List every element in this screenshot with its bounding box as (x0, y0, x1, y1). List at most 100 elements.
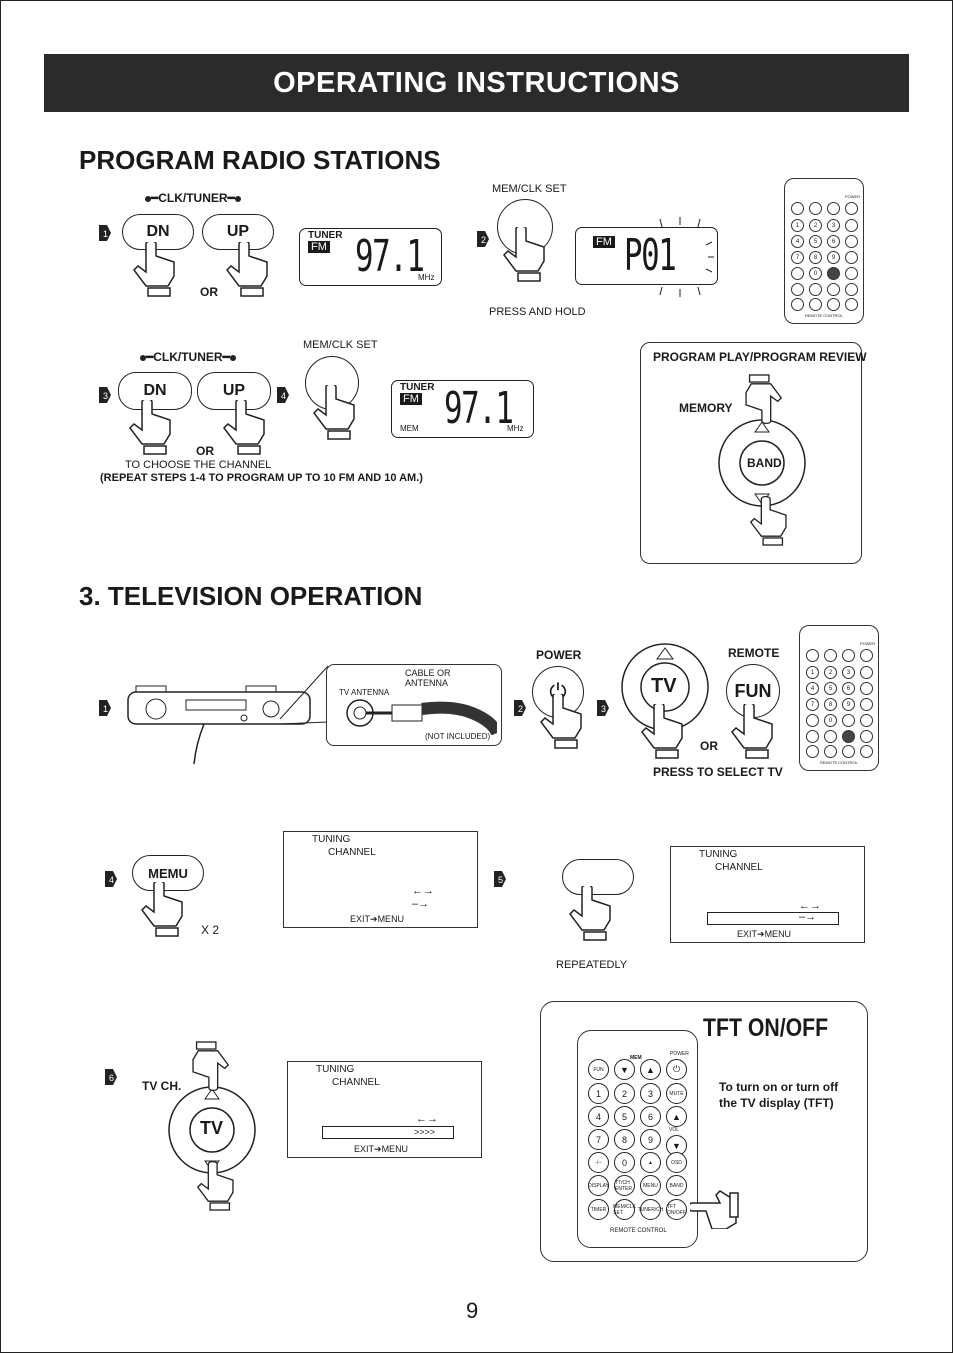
scan-arrows: >>>> (414, 1127, 436, 1137)
tuning-bar (322, 1126, 454, 1139)
tuner-up-key[interactable]: ▲ (640, 1152, 661, 1173)
header-bar: OPERATING INSTRUCTIONS (44, 54, 909, 112)
tt-ch-enter-key[interactable]: TT/CH ENTER (614, 1175, 635, 1196)
step-marker-tv-3: 3 (597, 700, 609, 716)
digit-key[interactable]: 2 (614, 1083, 635, 1104)
digit-key[interactable]: 7 (588, 1129, 609, 1150)
tv-button[interactable]: TV (651, 675, 677, 697)
not-included-label: (NOT INCLUDED) (425, 732, 491, 741)
tuner-ch-key[interactable]: TUNER/CH (638, 1199, 663, 1220)
svg-text:1: 1 (103, 704, 108, 714)
channel-label: CHANNEL (328, 847, 376, 858)
svg-text:3: 3 (103, 391, 108, 401)
digit-key[interactable]: 9 (640, 1129, 661, 1150)
remote-label: REMOTE CONTROL (805, 313, 843, 318)
osd-key[interactable]: OSD (666, 1152, 687, 1173)
remote-power-label: POWER (845, 194, 861, 199)
remote-control-large: POWER MEM FUN ▼ ▲ ⏻ 1 2 3 MUTE 4 5 6 ▲ V… (577, 1030, 698, 1248)
up-button-2[interactable]: UP (197, 372, 271, 410)
hand-icon (745, 374, 783, 425)
svg-text:1: 1 (103, 229, 108, 239)
blank-button[interactable] (562, 859, 634, 895)
dash-key[interactable]: -/-- (588, 1152, 609, 1173)
clk-tuner-label-2: ━CLK/TUNER━ (140, 350, 236, 364)
hand-icon (641, 704, 683, 759)
dn-button-2[interactable]: DN (118, 372, 192, 410)
tv-screen-1: TUNING CHANNEL ←→ –→ EXIT➔MENU (283, 831, 478, 928)
mem-clk-set-label-2: MEM/CLK SET (303, 339, 378, 351)
arrow-right-icon: –→ (412, 898, 430, 910)
channel-label: CHANNEL (715, 862, 763, 873)
tft-desc-line2: the TV display (TFT) (719, 1096, 834, 1110)
mem-clk-set-label: MEM/CLK SET (492, 183, 567, 195)
antenna-cable-icon (346, 699, 497, 735)
hand-icon (133, 242, 175, 297)
lcd-display-mem: TUNER FM 97.1 MEM MHz (391, 380, 534, 438)
menu-button[interactable]: MEMU (132, 855, 204, 891)
step-marker-tv-5: 5 (494, 871, 506, 887)
fm-label: FM (308, 241, 330, 253)
remote-label: REMOTE (728, 646, 780, 660)
antenna-callout-box: CABLE OR ANTENNA TV ANTENNA (NOT INCLUDE… (326, 664, 502, 746)
svg-text:2: 2 (518, 704, 523, 714)
digit-key[interactable]: 3 (640, 1083, 661, 1104)
digit-key[interactable]: 5 (614, 1106, 635, 1127)
memory-label: MEMORY (679, 401, 733, 415)
step-marker-tv-6: 6 (105, 1069, 117, 1085)
timer-key[interactable]: TIMER (588, 1199, 609, 1220)
callout-lines (280, 665, 329, 724)
tv-antenna-label: TV ANTENNA (339, 688, 390, 697)
tuner-label: TUNER (308, 230, 343, 241)
mute-key[interactable]: MUTE (666, 1083, 687, 1104)
up-button[interactable]: UP (202, 214, 274, 250)
tuning-label: TUNING (316, 1064, 355, 1075)
arrow-right-icon: –→ (799, 911, 817, 923)
fm-label: FM (593, 236, 615, 248)
down-key[interactable]: ▼ (614, 1059, 635, 1080)
power-key[interactable]: ⏻ (666, 1059, 687, 1080)
digit-key[interactable]: 0 (614, 1152, 635, 1173)
vol-up-key[interactable]: ▲ (666, 1106, 687, 1127)
exit-menu-label: EXIT➔MENU (737, 929, 792, 939)
section-title-tv: 3. TELEVISION OPERATION (79, 581, 423, 611)
digit-key[interactable]: 6 (640, 1106, 661, 1127)
channel-label: CHANNEL (332, 1077, 380, 1088)
up-key[interactable]: ▲ (640, 1059, 661, 1080)
tuning-bar (707, 912, 839, 925)
clk-tuner-label: ━CLK/TUNER━ (145, 191, 241, 205)
remote-label: REMOTE CONTROL (610, 1228, 667, 1234)
or-label: OR (200, 285, 218, 299)
hand-icon (226, 242, 268, 297)
mem-clk-set-key[interactable]: MEM/CLK SET (613, 1199, 636, 1220)
band-key[interactable]: BAND (666, 1175, 687, 1196)
hand-icon (731, 704, 773, 759)
tv-screen-3: TUNING CHANNEL ←→ >>>> EXIT➔MENU (287, 1061, 482, 1158)
tuning-label: TUNING (312, 834, 351, 845)
vol-label: VOL (669, 1127, 680, 1133)
exit-menu-label: EXIT➔MENU (354, 1144, 409, 1154)
lcd-display-tuner: TUNER FM 97.1 MHz (299, 228, 442, 286)
digit-key[interactable]: 4 (588, 1106, 609, 1127)
program-review-title: PROGRAM PLAY/PROGRAM REVIEW (653, 350, 867, 364)
digit-key[interactable]: 1 (588, 1083, 609, 1104)
band-button[interactable]: BAND (747, 456, 782, 470)
arrow-both-icon: ←→ (416, 1113, 438, 1125)
step-marker-4: 4 (277, 387, 289, 403)
tft-desc-line1: To turn on or turn off (719, 1080, 839, 1094)
tv-ch-button[interactable]: TV (200, 1118, 224, 1138)
display-key[interactable]: DISPLAY (588, 1175, 609, 1196)
fun-key[interactable]: FUN (588, 1059, 609, 1080)
remote-power-label: POWER (860, 641, 876, 646)
device-rear-illustration (127, 685, 311, 764)
tv-screen-2: TUNING CHANNEL ←→ –→ EXIT➔MENU (670, 846, 865, 943)
remote-label: REMOTE CONTROL (820, 760, 858, 765)
press-and-hold-label: PRESS AND HOLD (489, 306, 586, 318)
step-marker-2: 2 (477, 231, 489, 247)
digit-key[interactable]: 8 (614, 1129, 635, 1150)
tft-on-off-key[interactable]: TFT ON/OFF (666, 1199, 687, 1220)
hand-icon (313, 385, 355, 440)
menu-key[interactable]: MENU (640, 1175, 661, 1196)
dn-button[interactable]: DN (122, 214, 194, 250)
step-marker-tv-1: 1 (99, 700, 111, 716)
